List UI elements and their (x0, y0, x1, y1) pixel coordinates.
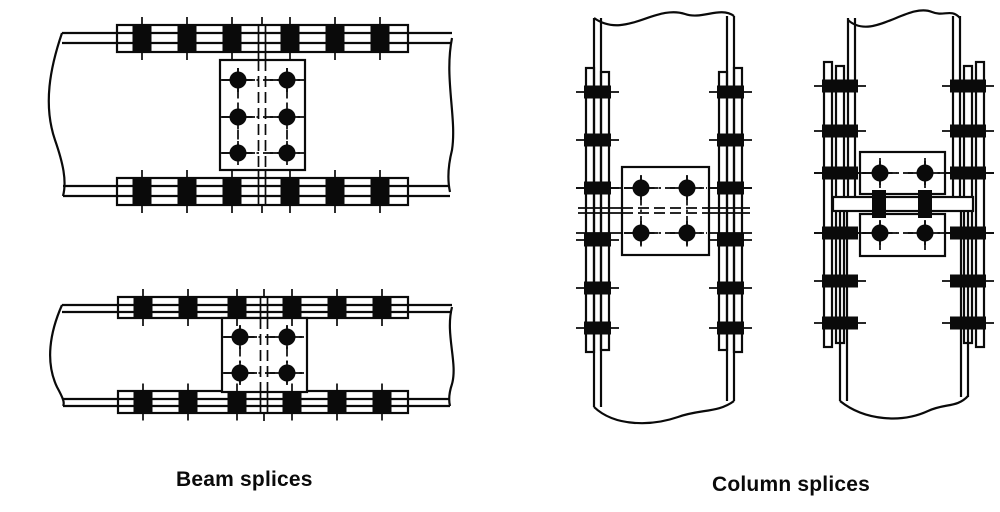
beam-splice-deep (47, 16, 455, 214)
division-plate-bolts (872, 190, 932, 218)
beam-splices-label: Beam splices (176, 468, 313, 491)
web-splice-plate (620, 165, 711, 257)
beam-break-line-left (47, 32, 66, 197)
beam-splice-shallow (49, 288, 455, 422)
column-break-line-top (847, 9, 961, 28)
beam-break-line-right (448, 306, 455, 407)
upper-column-flange-lines (846, 16, 962, 197)
column-splice-division-plate (813, 9, 995, 420)
splice-joint-line (259, 289, 269, 421)
column-splice-cover-plates (575, 11, 753, 425)
flange-cover-plates (115, 23, 410, 207)
column-break-line-top (593, 11, 735, 27)
column-splices-label: Column splices (712, 473, 871, 496)
web-splice-plate (220, 316, 309, 394)
division-plate (831, 195, 975, 213)
beam-flange-lines (62, 303, 452, 408)
beam-break-line-right (447, 37, 455, 193)
column-break-line-bottom (839, 395, 969, 420)
beam-flange-lines (62, 31, 452, 198)
column-break-line-bottom (593, 400, 735, 425)
beam-break-line-left (49, 304, 65, 407)
splice-joint-line (578, 207, 750, 214)
lower-column-flange-lines (838, 211, 970, 401)
splice-joint-line (257, 17, 267, 213)
